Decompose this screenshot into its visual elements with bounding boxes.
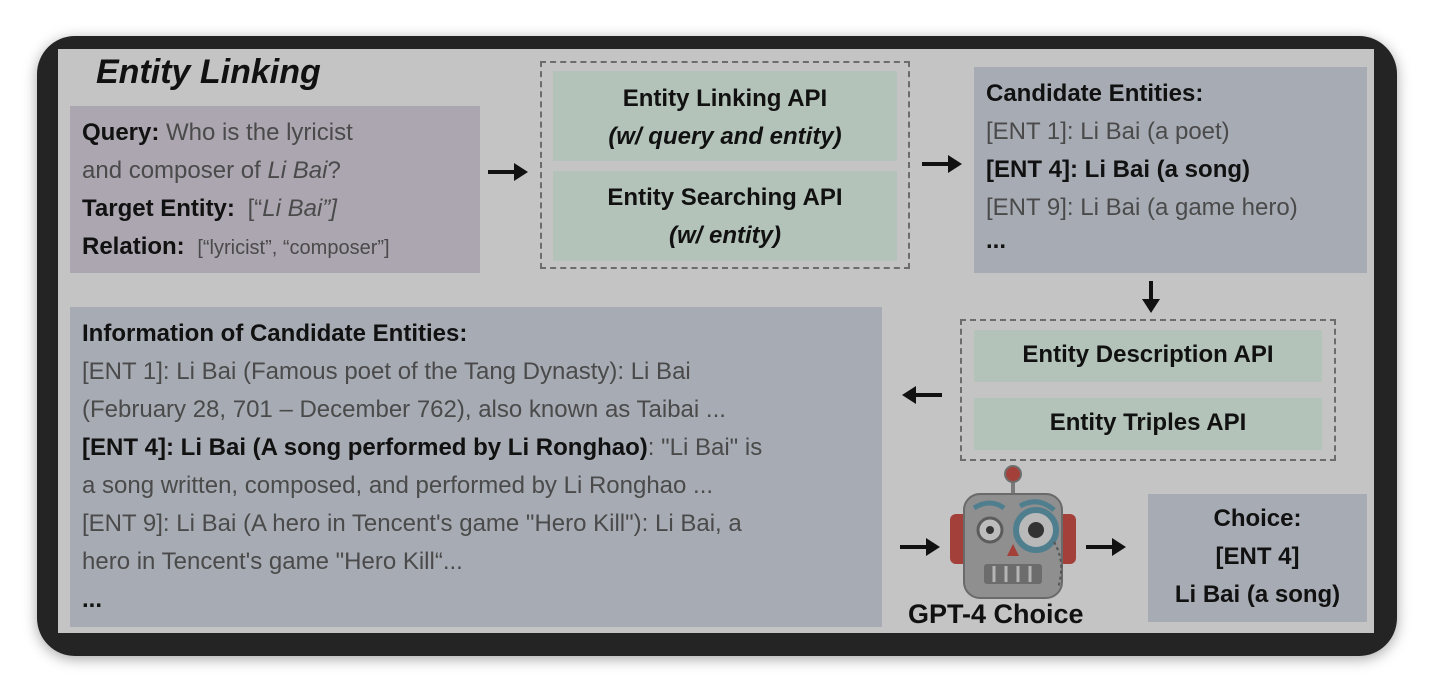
target-entity-name: Li Bai”]	[262, 195, 337, 222]
api-group-linking-searching	[540, 61, 910, 269]
target-entity-value: [“Li Bai”]	[248, 195, 337, 222]
arrow-right-icon	[900, 538, 940, 556]
target-entity-label: Target Entity:	[82, 195, 235, 222]
target-entity-bracket: [“	[247, 195, 263, 222]
arrow-right-icon	[488, 163, 528, 181]
candidate-item: [ENT 9]: Li Bai (a game hero)	[986, 194, 1298, 221]
gpt4-choice-label: GPT-4 Choice	[908, 599, 1084, 629]
ent9-description: [ENT 9]: Li Bai (A hero in Tencent's gam…	[82, 510, 742, 537]
entity-linking-diagram: Entity Linking Query: Who is the lyricis…	[58, 49, 1374, 633]
ent4-description: [ENT 4]: Li Bai (A song performed by Li …	[82, 429, 882, 467]
arrow-right-icon	[1086, 538, 1126, 556]
target-entity-line: Target Entity: [“Li Bai”]	[82, 190, 480, 228]
info-ellipsis: ...	[82, 586, 103, 613]
query-line-1: Query: Who is the lyricist	[82, 114, 480, 152]
entity-description-api-box: Entity Description API	[974, 330, 1322, 382]
choice-entity-id: [ENT 4]	[1215, 543, 1300, 570]
api-group-description-triples	[960, 319, 1336, 461]
entity-searching-api-subtitle: (w/ entity)	[669, 222, 781, 249]
arrow-right-icon	[922, 155, 962, 173]
query-label: Query:	[82, 119, 160, 146]
candidate-ellipsis: ...	[986, 227, 1007, 254]
ent4-text: : "Li Bai" is	[647, 434, 763, 461]
candidate-info-header: Information of Candidate Entities:	[82, 320, 468, 347]
entity-linking-api-subtitle: (w/ query and entity)	[608, 123, 842, 150]
relation-line: Relation: [“lyricist”, “composer”]	[82, 228, 480, 267]
entity-triples-api-box: Entity Triples API	[974, 398, 1322, 450]
query-line-2: and composer of Li Bai?	[82, 152, 480, 190]
ent4-name: [ENT 4]: Li Bai (A song performed by Li …	[82, 434, 648, 461]
candidate-item-selected: [ENT 4]: Li Bai (a song)	[986, 156, 1250, 183]
query-entity: Li Bai	[267, 157, 328, 184]
ent4-description-cont: a song written, composed, and performed …	[82, 472, 714, 499]
entity-searching-api-box: Entity Searching API (w/ entity)	[553, 171, 897, 261]
arrow-left-icon	[902, 386, 942, 404]
entity-description-api-title: Entity Description API	[1022, 341, 1274, 368]
query-box: Query: Who is the lyricist and composer …	[70, 106, 480, 273]
entity-linking-api-title: Entity Linking API	[622, 85, 828, 112]
entity-triples-api-title: Entity Triples API	[1049, 409, 1247, 436]
ent9-description-cont: hero in Tencent's game "Hero Kill“...	[82, 548, 463, 575]
candidate-entities-box: Candidate Entities: [ENT 1]: Li Bai (a p…	[974, 67, 1367, 273]
candidate-item: [ENT 1]: Li Bai (a poet)	[986, 118, 1230, 145]
choice-box: Choice: [ENT 4] Li Bai (a song)	[1148, 494, 1367, 622]
entity-searching-api-title: Entity Searching API	[607, 184, 843, 211]
candidate-entities-header: Candidate Entities:	[986, 80, 1204, 107]
ent1-description: [ENT 1]: Li Bai (Famous poet of the Tang…	[82, 358, 691, 385]
entity-linking-api-box: Entity Linking API (w/ query and entity)	[553, 71, 897, 161]
choice-label: Choice:	[1213, 505, 1302, 532]
diagram-title: Entity Linking	[96, 53, 321, 91]
choice-entity-name: Li Bai (a song)	[1174, 581, 1341, 608]
query-question-mark: ?	[327, 157, 341, 184]
query-text: Who is the lyricist	[166, 119, 353, 146]
query-text-part: and composer of	[82, 157, 268, 184]
relation-label: Relation:	[82, 233, 185, 260]
arrow-down-icon	[1142, 281, 1160, 313]
ent1-description-cont: (February 28, 701 – December 762), also …	[82, 396, 726, 423]
relation-value: [“lyricist”, “composer”]	[197, 237, 390, 259]
candidate-info-box: Information of Candidate Entities: [ENT …	[70, 307, 882, 627]
robot-icon	[950, 465, 1076, 599]
